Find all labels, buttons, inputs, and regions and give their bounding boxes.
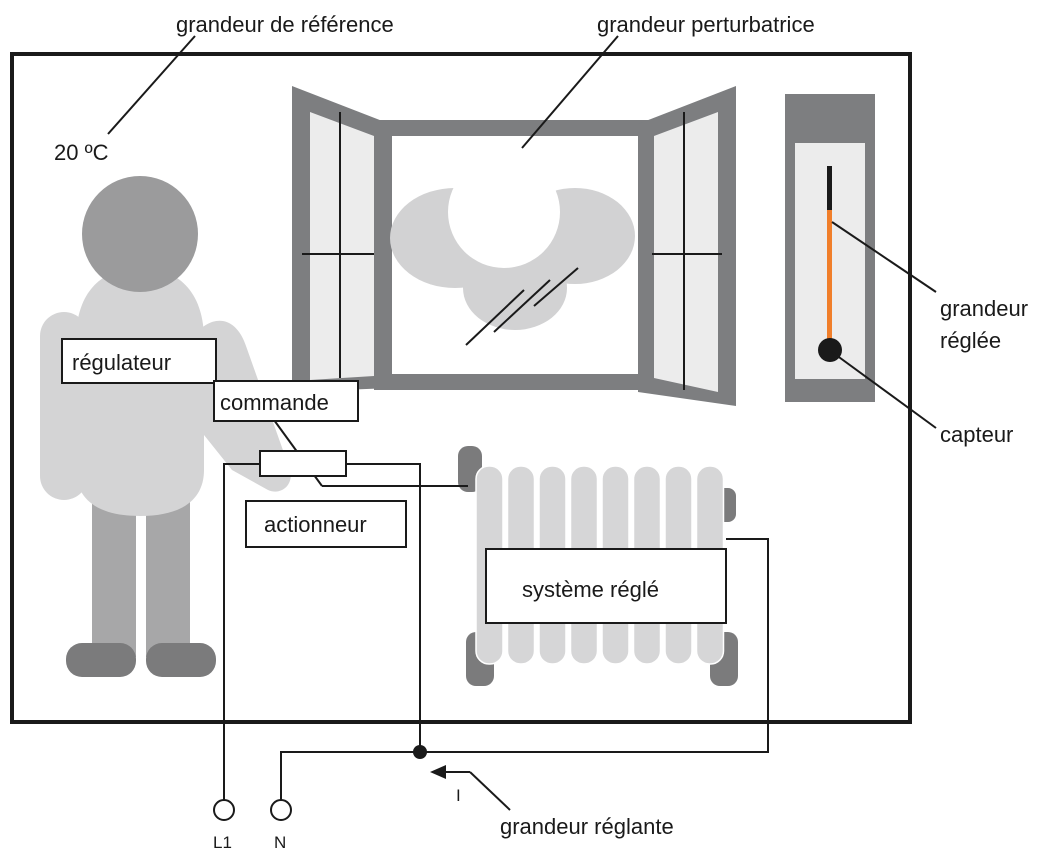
window-left-glass bbox=[310, 112, 374, 380]
person-head bbox=[82, 176, 198, 292]
actuator-element bbox=[259, 450, 347, 477]
window-right-glass bbox=[654, 112, 718, 392]
wire-neutral bbox=[280, 538, 769, 800]
leader-reference bbox=[107, 35, 196, 135]
system-label: système réglé bbox=[522, 577, 659, 602]
person-right-foot bbox=[146, 643, 216, 677]
thermometer bbox=[785, 94, 875, 402]
current-label: I bbox=[456, 786, 461, 805]
controlled-label-line1: grandeur bbox=[940, 296, 1028, 321]
cloud bbox=[390, 156, 635, 330]
person-torso bbox=[76, 268, 204, 516]
terminal-l1-label: L1 bbox=[213, 833, 232, 852]
wind-line-1 bbox=[465, 289, 525, 346]
command-label: commande bbox=[220, 390, 329, 415]
disturbance-label: grandeur perturbatrice bbox=[597, 12, 815, 37]
current-arrow-icon bbox=[430, 765, 446, 779]
room-frame bbox=[10, 52, 912, 724]
command-box bbox=[213, 380, 359, 422]
person-controller bbox=[40, 176, 291, 677]
wind-line-3 bbox=[533, 267, 579, 307]
controller-box bbox=[61, 338, 217, 384]
window bbox=[292, 86, 736, 406]
actuator-label: actionneur bbox=[264, 512, 367, 537]
actuator-box bbox=[245, 500, 407, 548]
manipulated-label: grandeur réglante bbox=[500, 814, 674, 839]
terminal-l1-icon bbox=[213, 799, 235, 821]
thermometer-bulb bbox=[818, 338, 842, 362]
controller-label: régulateur bbox=[72, 350, 171, 375]
controlled-label-line2: réglée bbox=[940, 328, 1001, 353]
leader-sensor bbox=[831, 351, 937, 429]
leader-manipulated bbox=[469, 771, 511, 811]
person-left-foot bbox=[66, 643, 136, 677]
terminal-n-icon bbox=[270, 799, 292, 821]
system-box bbox=[485, 548, 727, 624]
wire-junction bbox=[413, 745, 427, 759]
reference-label: grandeur de référence bbox=[176, 12, 394, 37]
leader-disturbance bbox=[521, 35, 619, 149]
setpoint-value: 20 ºC bbox=[54, 140, 109, 165]
thermometer-tube-empty bbox=[827, 166, 832, 212]
leader-controlled bbox=[831, 221, 937, 293]
sensor-label: capteur bbox=[940, 422, 1013, 447]
thermometer-mercury bbox=[827, 210, 832, 346]
sun bbox=[448, 156, 560, 268]
wind-line-2 bbox=[493, 279, 551, 333]
terminal-n-label: N bbox=[274, 833, 286, 852]
